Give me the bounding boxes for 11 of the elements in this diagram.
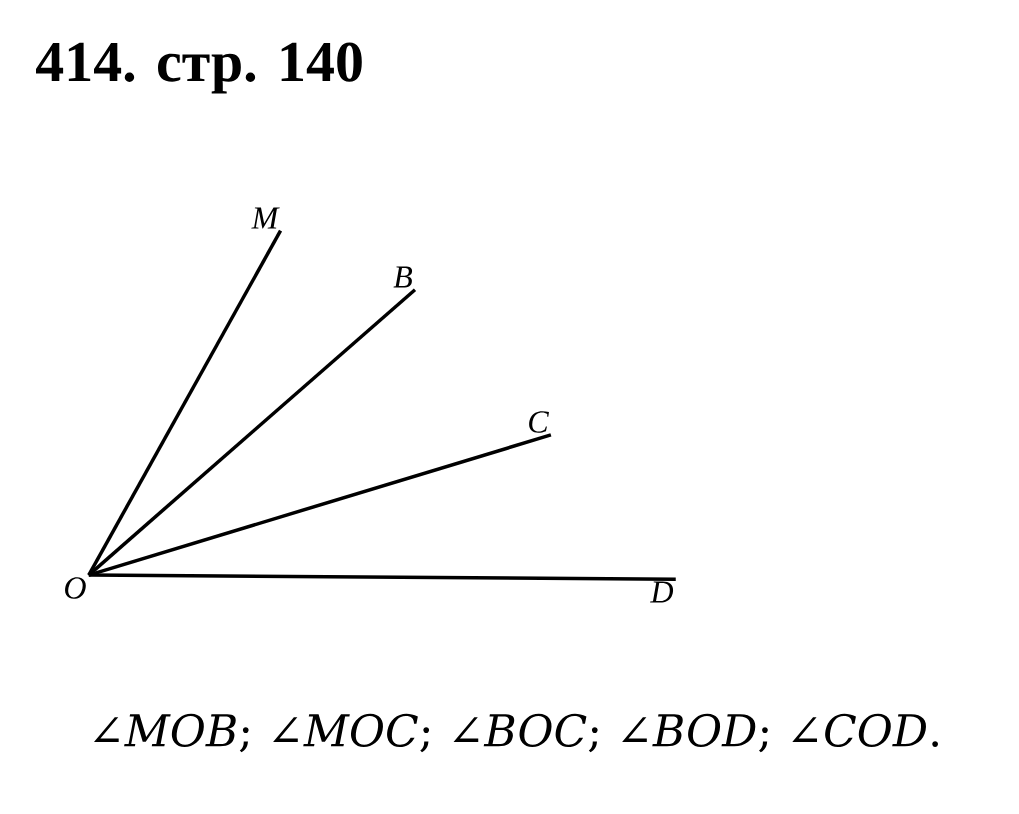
point-label: M [251, 207, 280, 229]
point-label: C [529, 411, 549, 433]
angle-list: ∠MOB; ∠MOC; ∠BOC; ∠BOD; ∠COD. [94, 713, 938, 753]
ray [87, 288, 417, 577]
ray [87, 229, 283, 576]
title: 414. стр. 140 [36, 42, 362, 94]
ray [88, 573, 676, 582]
point-label: O [65, 577, 86, 599]
point-label: B [393, 266, 413, 288]
ray [88, 433, 552, 577]
point-label: D [650, 581, 674, 603]
